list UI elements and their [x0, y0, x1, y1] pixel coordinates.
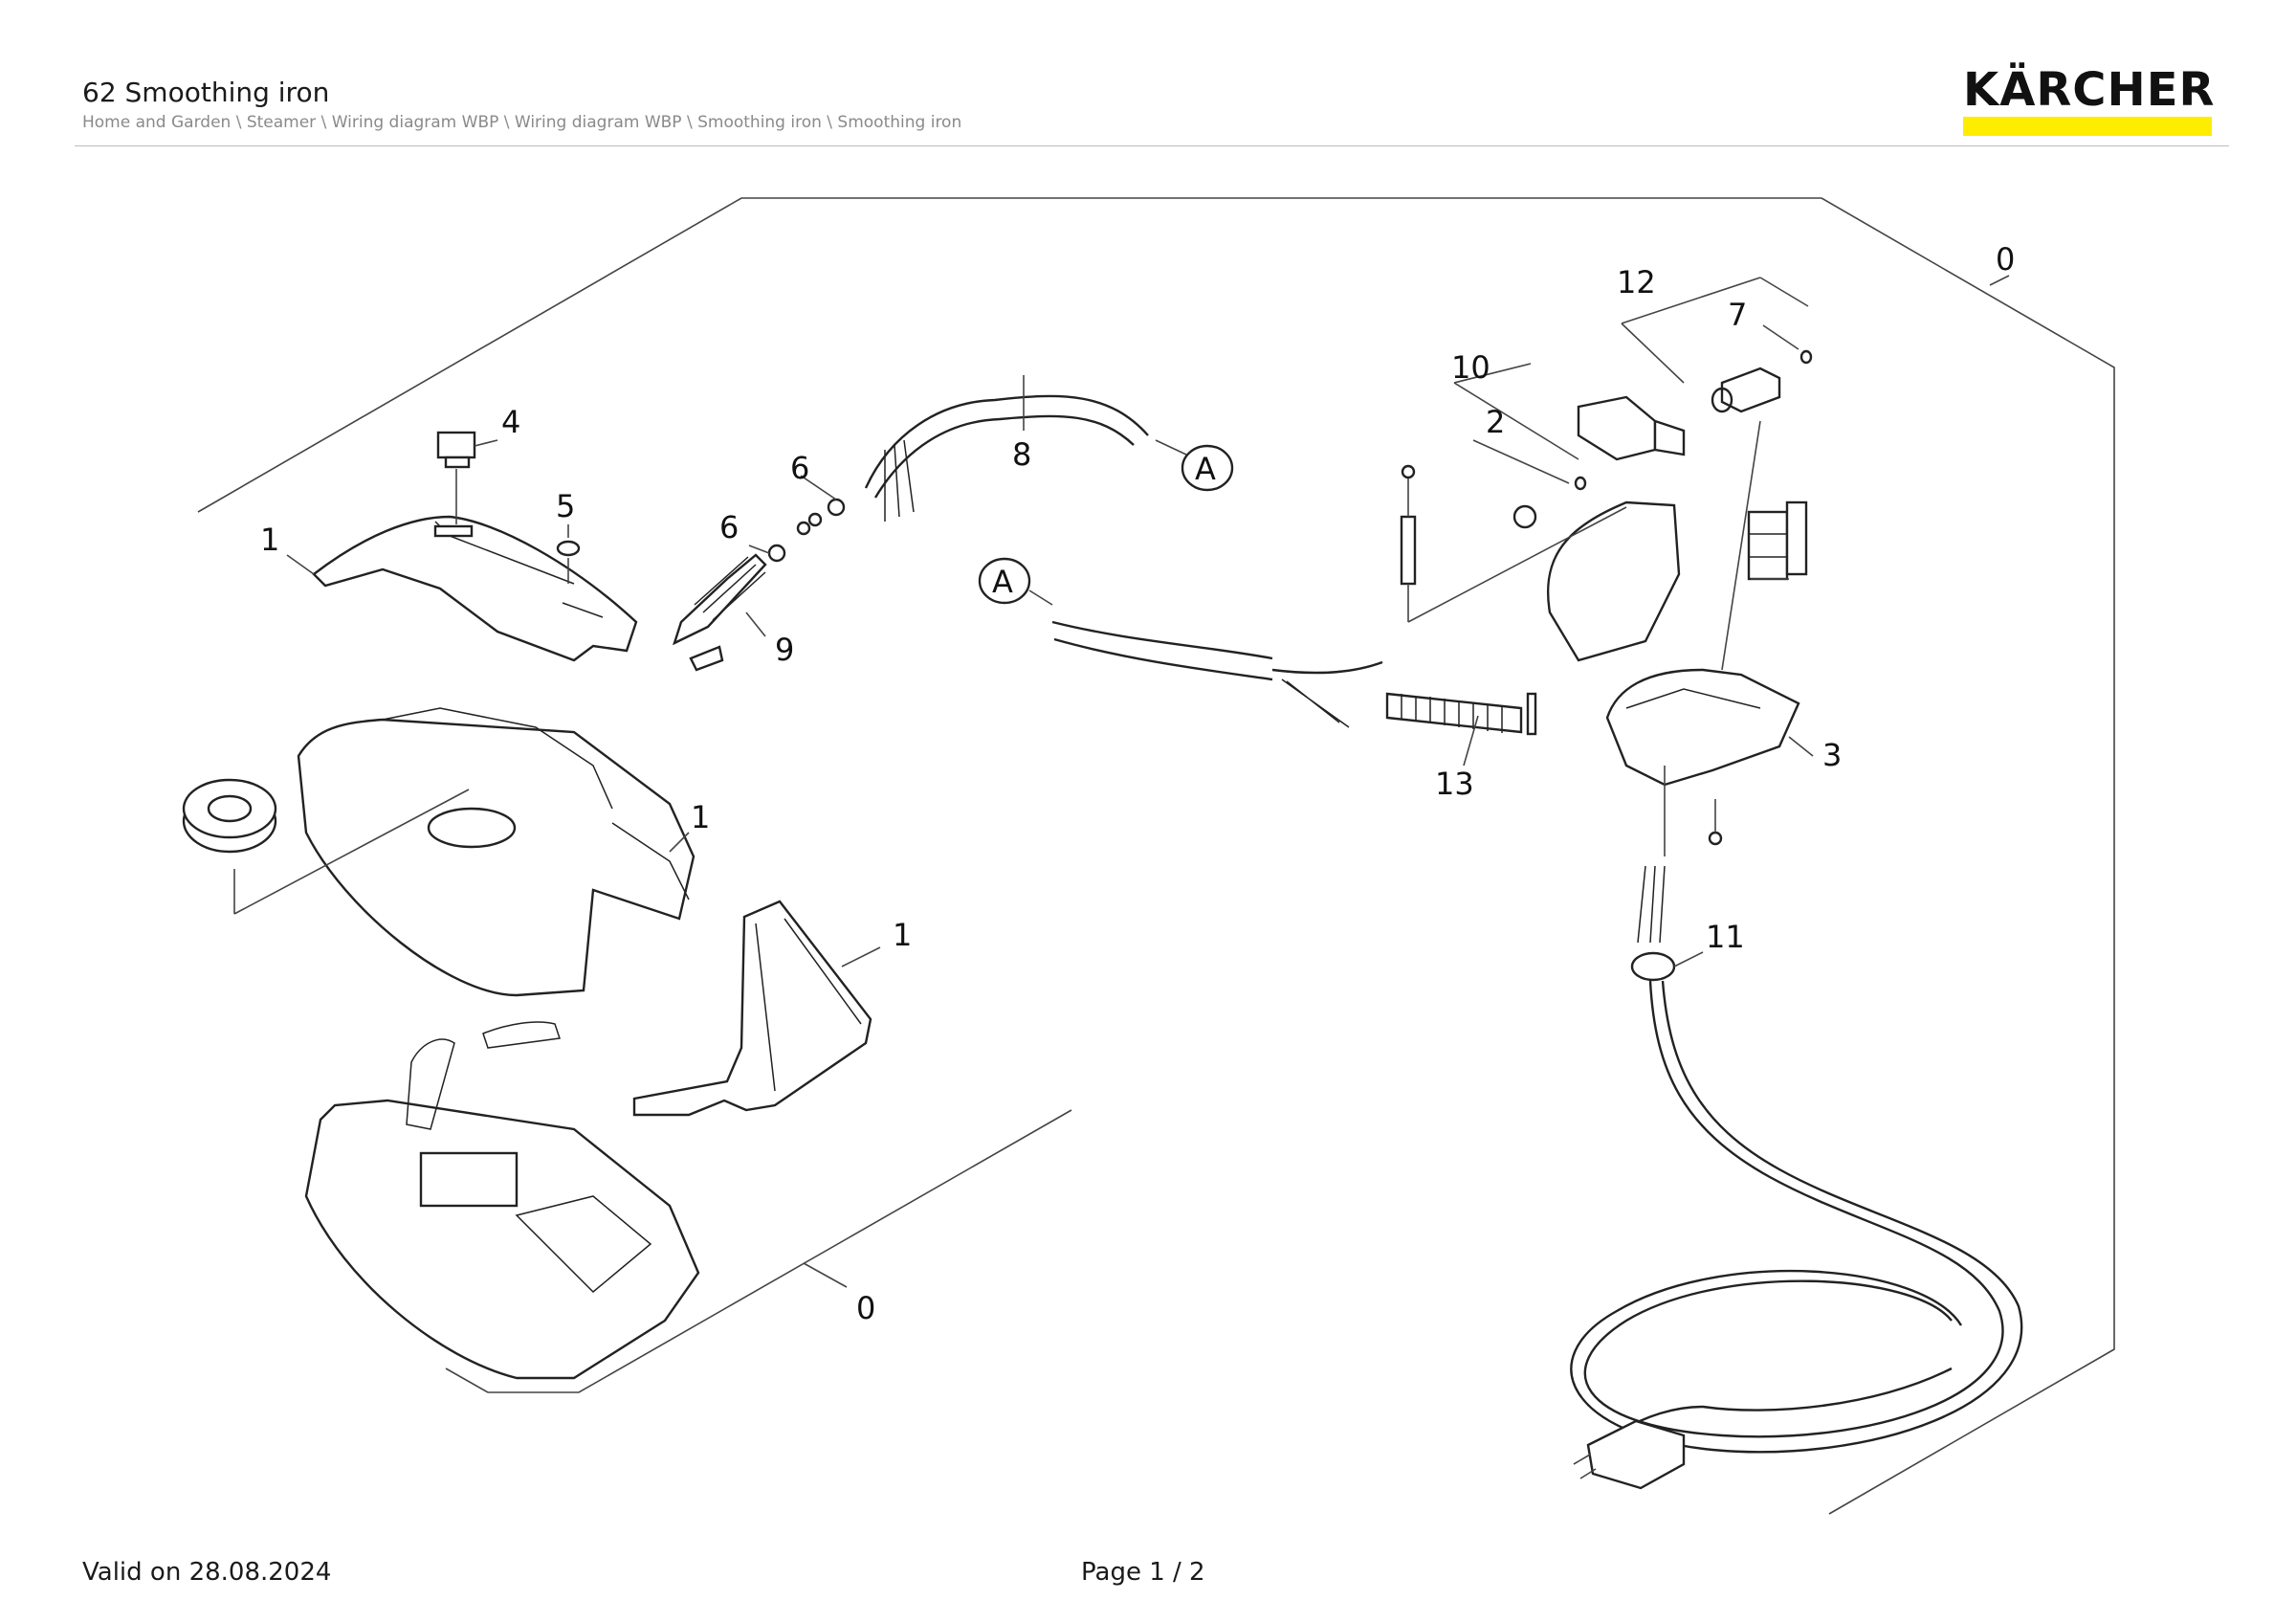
- terminal-block-part: [1747, 500, 1808, 581]
- brand-accent-bar: [1963, 117, 2212, 136]
- page-number: Page 1 / 2: [1081, 1558, 1205, 1587]
- power-cable-part: [1570, 865, 2023, 1454]
- housing-part: [1546, 500, 1800, 787]
- svg-text:A: A: [1195, 451, 1216, 487]
- rear-cover-part: [632, 900, 872, 1117]
- callout-label: 10: [1451, 349, 1490, 386]
- connector-mark-a: A: [1155, 439, 1234, 492]
- callout-label: 6: [719, 509, 739, 545]
- thermostat-part: [1577, 395, 1686, 461]
- callout-label: 7: [1728, 297, 1747, 333]
- validity-date: Valid on 28.08.2024: [82, 1558, 332, 1587]
- button-part: [556, 540, 581, 584]
- callout-label: 1: [691, 799, 710, 835]
- callout-label: 8: [1012, 436, 1031, 473]
- callout-label: 13: [1435, 766, 1474, 802]
- plug-part: [1573, 1419, 1686, 1490]
- leader-lines: [286, 275, 2010, 1288]
- iron-body-part: [297, 707, 695, 997]
- dial-knob-part: [182, 778, 470, 915]
- connector-mark-a: A: [978, 557, 1053, 606]
- callout-label: 1: [893, 917, 912, 953]
- ring-part: [767, 498, 846, 563]
- callout-label: 12: [1617, 264, 1656, 300]
- cable-a-part: [1051, 620, 1383, 728]
- callout-label: 5: [556, 488, 575, 524]
- callout-label: 3: [1822, 737, 1842, 773]
- spring-sleeve-part: [1385, 692, 1537, 736]
- switch-part: [436, 431, 476, 524]
- page-title: 62 Smoothing iron: [82, 77, 330, 108]
- assembly-frame: [197, 197, 2115, 1515]
- brand-logo: KÄRCHER: [1963, 63, 2216, 117]
- callout-label: 0: [856, 1290, 875, 1326]
- callout-label: 9: [775, 632, 794, 668]
- header-divider: [75, 145, 2229, 146]
- callout-label: 0: [1996, 241, 2015, 278]
- connector-part: [1711, 349, 1813, 413]
- handle-shell-part: [312, 515, 638, 662]
- callout-label: 2: [1486, 404, 1505, 440]
- callout-label: 6: [790, 450, 809, 486]
- svg-text:A: A: [992, 564, 1013, 600]
- breadcrumb: Home and Garden \ Steamer \ Wiring diagr…: [82, 113, 962, 132]
- callout-label: 1: [260, 522, 279, 558]
- hose-part: [864, 375, 1149, 522]
- cable-sleeve-part: [673, 553, 767, 672]
- callout-labels: 0 0 1 1 1 2 3 4 5 6 6 7 8 9 10 11 12 13: [260, 241, 2015, 1326]
- callout-label: 11: [1706, 919, 1745, 955]
- o-ring-part: [1512, 476, 1587, 529]
- callout-label: 4: [501, 404, 520, 440]
- soleplate-part: [304, 1021, 700, 1380]
